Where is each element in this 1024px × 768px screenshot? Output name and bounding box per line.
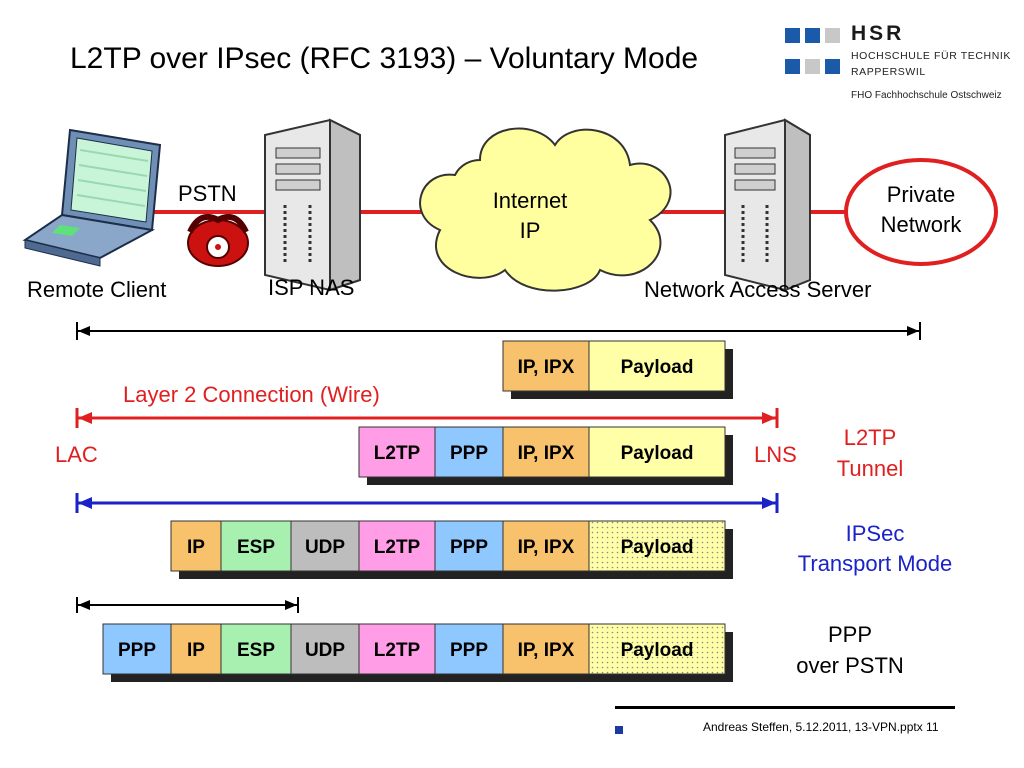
- packet-field-label: L2TP: [374, 640, 421, 661]
- packet-field-payload: [588, 520, 726, 572]
- packet-field-label: Payload: [621, 357, 694, 378]
- packet-field-label: Payload: [621, 537, 694, 558]
- packet-field-label: Payload: [621, 443, 694, 464]
- logo-name: HSR: [851, 22, 905, 45]
- packet-field-l2tp: [358, 426, 436, 478]
- packet-field-ppp: [434, 520, 504, 572]
- logo-square: [785, 28, 800, 43]
- end-to-end-arrow: [76, 322, 921, 340]
- footer-text: Andreas Steffen, 5.12.2011, 13-VPN.pptx …: [703, 720, 939, 734]
- telephone-icon: [187, 214, 249, 267]
- packet-field-ip: [170, 520, 222, 572]
- remote-client-label: Remote Client: [27, 277, 167, 302]
- layer2-connection-label: Layer 2 Connection (Wire): [123, 382, 380, 407]
- ipsec-label-line1: IPSec: [845, 521, 905, 546]
- private-network-label-line2: Network: [880, 212, 962, 237]
- packet-field-label: L2TP: [374, 537, 421, 558]
- packet-field-ipx: [502, 340, 590, 392]
- network-access-server-label: Network Access Server: [644, 277, 872, 302]
- packet-field-label: ESP: [237, 537, 275, 558]
- logo-subtitle: RAPPERSWIL: [851, 66, 926, 78]
- packet-field-ipx: [502, 520, 590, 572]
- packet-field-l2tp: [358, 520, 436, 572]
- packet-field-esp: [220, 520, 292, 572]
- isp-nas-label: ISP NAS: [268, 275, 355, 300]
- packet-field-esp: [220, 623, 292, 675]
- logo-affiliation: FHO Fachhochschule Ostschweiz: [851, 90, 1002, 101]
- packet-field-ppp: [102, 623, 172, 675]
- logo-square: [825, 28, 840, 43]
- slide-title: L2TP over IPsec (RFC 3193) – Voluntary M…: [70, 42, 699, 75]
- cloud-label-line1: Internet: [492, 188, 568, 213]
- ppp-over-pstn-label-line2: over PSTN: [796, 653, 904, 678]
- packet-field-label: PPP: [450, 443, 488, 464]
- packet-field-ppp: [434, 623, 504, 675]
- packet-field-udp: [290, 623, 360, 675]
- packet-field-label: ESP: [237, 640, 275, 661]
- packet-field-label: UDP: [305, 537, 345, 558]
- logo-square: [785, 59, 800, 74]
- packet-field-label: PPP: [118, 640, 156, 661]
- ipsec-arrow: [75, 493, 779, 513]
- packet-field-payload: [588, 426, 726, 478]
- l2tp-tunnel-label-line1: L2TP: [843, 425, 897, 450]
- isp-nas-server-icon: [264, 118, 361, 292]
- packet-field-label: IP: [187, 537, 205, 558]
- packet-field-label: Payload: [621, 640, 694, 661]
- laptop-icon: [22, 128, 162, 267]
- packet-field-payload: [588, 623, 726, 675]
- packet-field-label: IP, IPX: [518, 537, 575, 558]
- ipsec-label-line2: Transport Mode: [797, 551, 953, 576]
- layer2-connection-arrow: [75, 408, 779, 428]
- packet-field-label: IP: [187, 640, 205, 661]
- logo-subtitle: HOCHSCHULE FÜR TECHNIK: [851, 50, 1012, 62]
- packet-field-ip: [170, 623, 222, 675]
- pstn-label: PSTN: [178, 181, 237, 206]
- packet-field-label: L2TP: [374, 443, 421, 464]
- l2tp-tunnel-label-line2: Tunnel: [836, 456, 904, 481]
- packet-field-ipx: [502, 623, 590, 675]
- packet-field-udp: [290, 520, 360, 572]
- packet-field-label: IP, IPX: [518, 443, 575, 464]
- logo-square: [805, 59, 820, 74]
- packet-field-ipx: [502, 426, 590, 478]
- logo-square: [805, 28, 820, 43]
- ppp-over-pstn-label-line1: PPP: [827, 622, 873, 647]
- cloud-label-line2: IP: [519, 218, 541, 243]
- packet-field-ppp: [434, 426, 504, 478]
- lac-label: LAC: [55, 442, 98, 467]
- footer-rule: [615, 706, 955, 709]
- packet-field-label: PPP: [450, 537, 488, 558]
- logo-square: [825, 59, 840, 74]
- lns-label: LNS: [754, 442, 797, 467]
- private-network-ellipse: [844, 158, 998, 266]
- network-access-server-icon: [724, 118, 811, 292]
- footer-bullet: [615, 726, 623, 734]
- packet-field-label: PPP: [450, 640, 488, 661]
- packet-field-payload: [588, 340, 726, 392]
- private-network-label-line1: Private: [886, 182, 956, 207]
- hsr-logo: [785, 22, 1015, 104]
- pstn-segment-arrow: [76, 597, 299, 613]
- packet-field-label: UDP: [305, 640, 345, 661]
- packet-field-label: IP, IPX: [518, 640, 575, 661]
- packet-field-label: IP, IPX: [518, 357, 575, 378]
- packet-field-l2tp: [358, 623, 436, 675]
- internet-cloud-shape: [419, 127, 672, 292]
